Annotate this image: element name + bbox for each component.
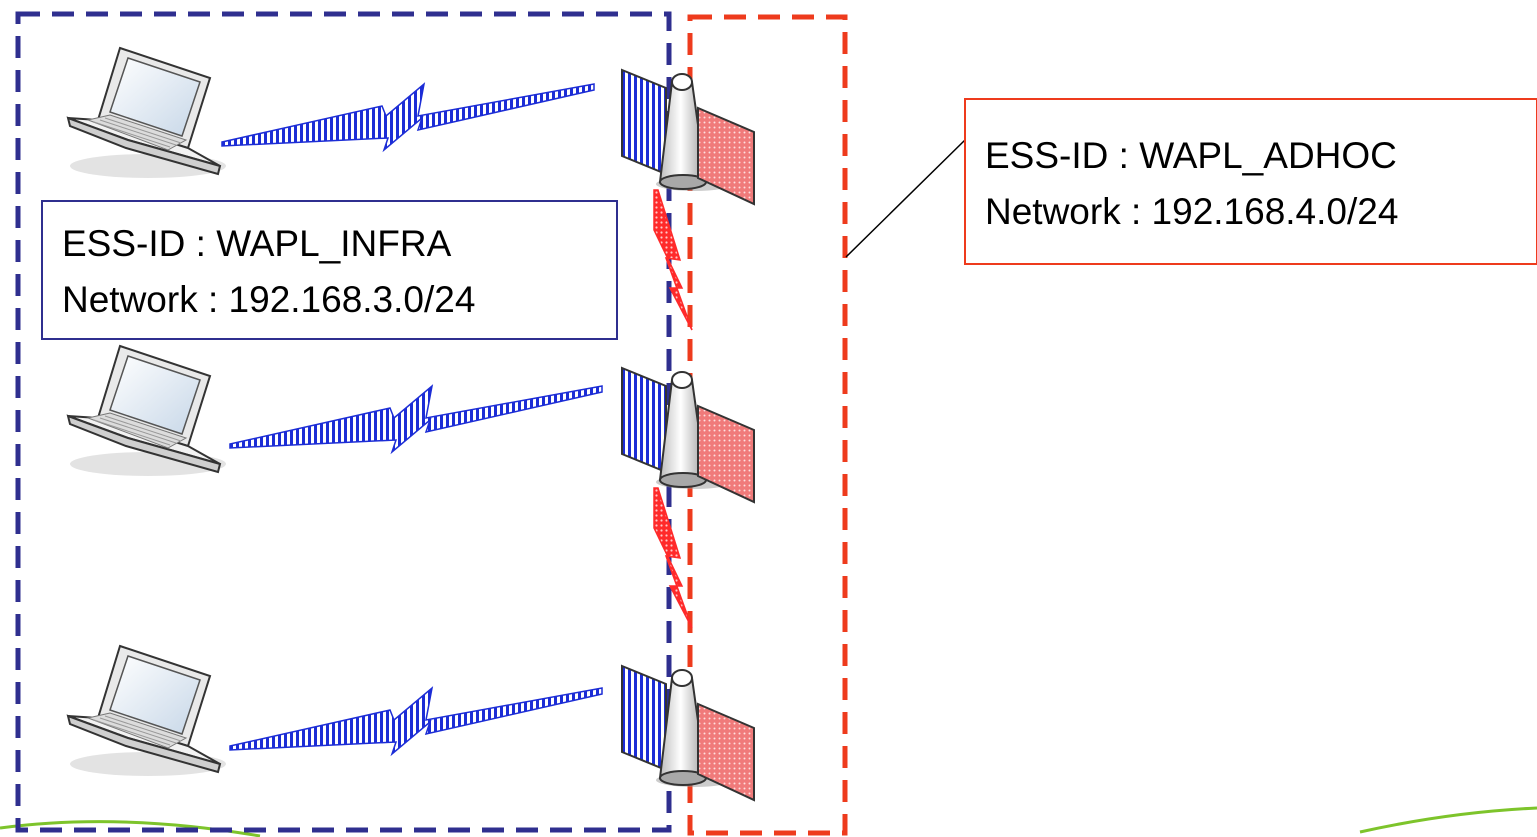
laptop-icon [67,345,227,477]
infra-label-box: ESS-ID : WAPL_INFRA Network : 192.168.3.… [41,200,618,340]
infra-link-2 [229,385,603,453]
access-point-icon [621,367,755,503]
swoosh-right [1359,806,1537,834]
laptop-icon [67,645,227,777]
adhoc-link-2 [653,487,693,629]
infra-network: Network : 192.168.3.0/24 [62,279,475,320]
laptop-icon [67,47,227,179]
infra-link-1 [221,83,595,151]
adhoc-callout-line [845,139,966,258]
adhoc-link-1 [653,189,693,331]
access-point-icon [621,665,755,801]
adhoc-network: Network : 192.168.4.0/24 [985,191,1398,232]
access-point-icon [621,69,755,205]
adhoc-ess-id: ESS-ID : WAPL_ADHOC [985,135,1397,176]
infra-link-3 [229,687,603,755]
adhoc-label-box: ESS-ID : WAPL_ADHOC Network : 192.168.4.… [964,98,1537,265]
infra-ess-id: ESS-ID : WAPL_INFRA [62,223,452,264]
